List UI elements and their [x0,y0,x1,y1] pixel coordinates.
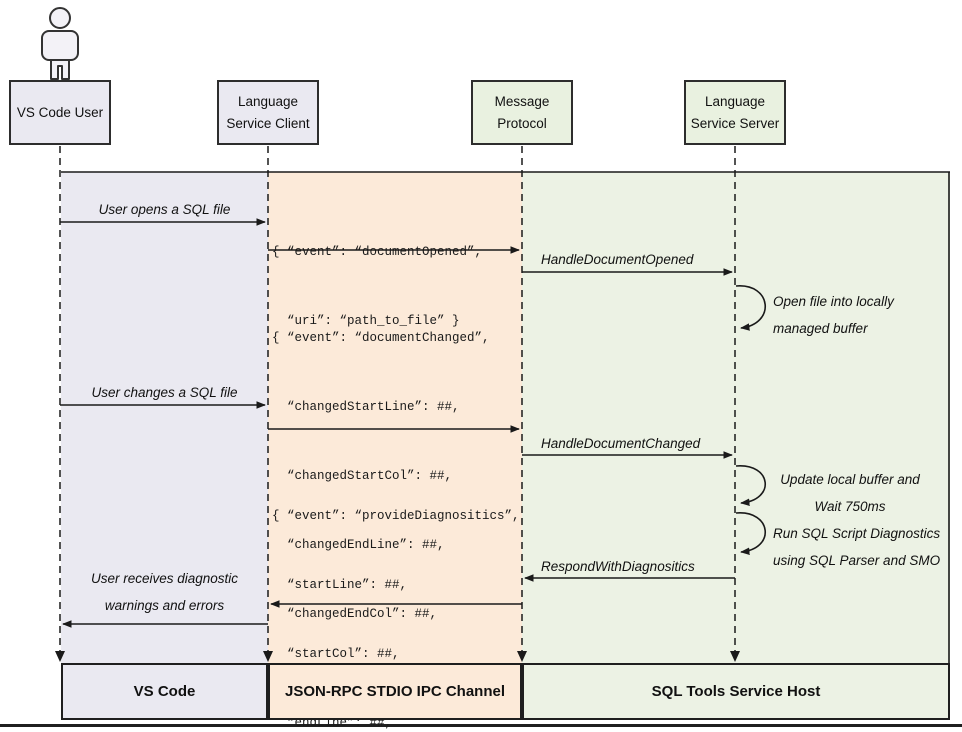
note-line: Open file into locally [773,294,894,309]
lifeline-end-arrow-user [55,651,65,662]
participant-label: VS Code User [16,105,104,120]
label-respond-with-diagnostics: RespondWithDiagnositics [541,559,695,574]
note-line: Run SQL Script Diagnostics [773,526,941,541]
payload-line: “changedStartCol”: ##, [272,469,453,483]
label-user-receives-diagnostic-line1: User receives diagnostic [90,571,239,586]
lifeline-end-arrow-protocol [517,651,527,662]
participant-vs-code-user: VS Code User [9,80,111,145]
payload-line: { “event”: “provideDiagnositics”, [272,509,520,523]
participant-label: Language [704,94,766,109]
lane-label: SQL Tools Service Host [651,683,821,700]
loop-run-sql-diagnostics [735,512,767,556]
note-line: managed buffer [773,321,868,336]
participant-language-service-server: Language Service Server [684,80,786,145]
lane-ipc-background [268,172,522,663]
lifeline-end-arrow-server [730,651,740,662]
label-user-receives-diagnostic-line2: warnings and errors [104,598,225,613]
payload-line: “changedStartLine”: ##, [272,400,460,414]
label-handle-document-opened: HandleDocumentOpened [541,252,694,267]
payload-document-opened: { “event”: “documentOpened”, “uri”: “pat… [272,195,482,379]
lane-vscode-background [61,172,268,663]
payload-line: “uri”: “path_to_file” } [272,314,460,328]
lane-host-background [522,172,950,663]
participant-language-service-client: Language Service Client [217,80,319,145]
label-user-opens-sql-file: User opens a SQL file [98,202,231,217]
note-update-local-buffer: Update local buffer and Wait 750ms [770,466,930,520]
note-line: Wait 750ms [814,499,886,514]
payload-line: “changedEndCol”: ##, [272,607,438,621]
payload-line: “startLine”: ##, [272,578,408,592]
note-line: Update local buffer and [780,472,920,487]
participant-message-protocol: Message Protocol [471,80,573,145]
participant-label: Message [494,94,550,109]
note-open-file-into-buffer: Open file into locally managed buffer [773,288,894,342]
loop-update-local-buffer [735,465,767,507]
payload-line: { “event”: “documentChanged”, [272,331,490,345]
loop-open-file-into-buffer [735,285,767,331]
lane-box-vs-code: VS Code [61,663,268,720]
payload-line: “changedEndLine”: ##, [272,538,445,552]
lane-box-sql-tools-service-host: SQL Tools Service Host [522,663,950,720]
user-actor-icon [41,7,79,80]
participant-label: Service Client [226,116,310,131]
lane-label: JSON-RPC STDIO IPC Channel [284,683,506,700]
participant-label: Service Server [690,116,780,131]
payload-line: “startCol”: ##, [272,647,400,661]
note-line: using SQL Parser and SMO [773,553,941,568]
lifeline-end-arrow-client [263,651,273,662]
lane-label: VS Code [133,683,196,700]
lane-box-json-rpc-channel: JSON-RPC STDIO IPC Channel [268,663,522,720]
label-user-changes-sql-file: User changes a SQL file [91,385,238,400]
page-bottom-rule [0,724,962,727]
label-handle-document-changed: HandleDocumentChanged [541,436,701,451]
note-run-sql-diagnostics: Run SQL Script Diagnostics using SQL Par… [773,520,940,574]
participant-label: Protocol [497,116,547,131]
participant-label: Language [237,94,299,109]
payload-line: { “event”: “documentOpened”, [272,245,483,259]
